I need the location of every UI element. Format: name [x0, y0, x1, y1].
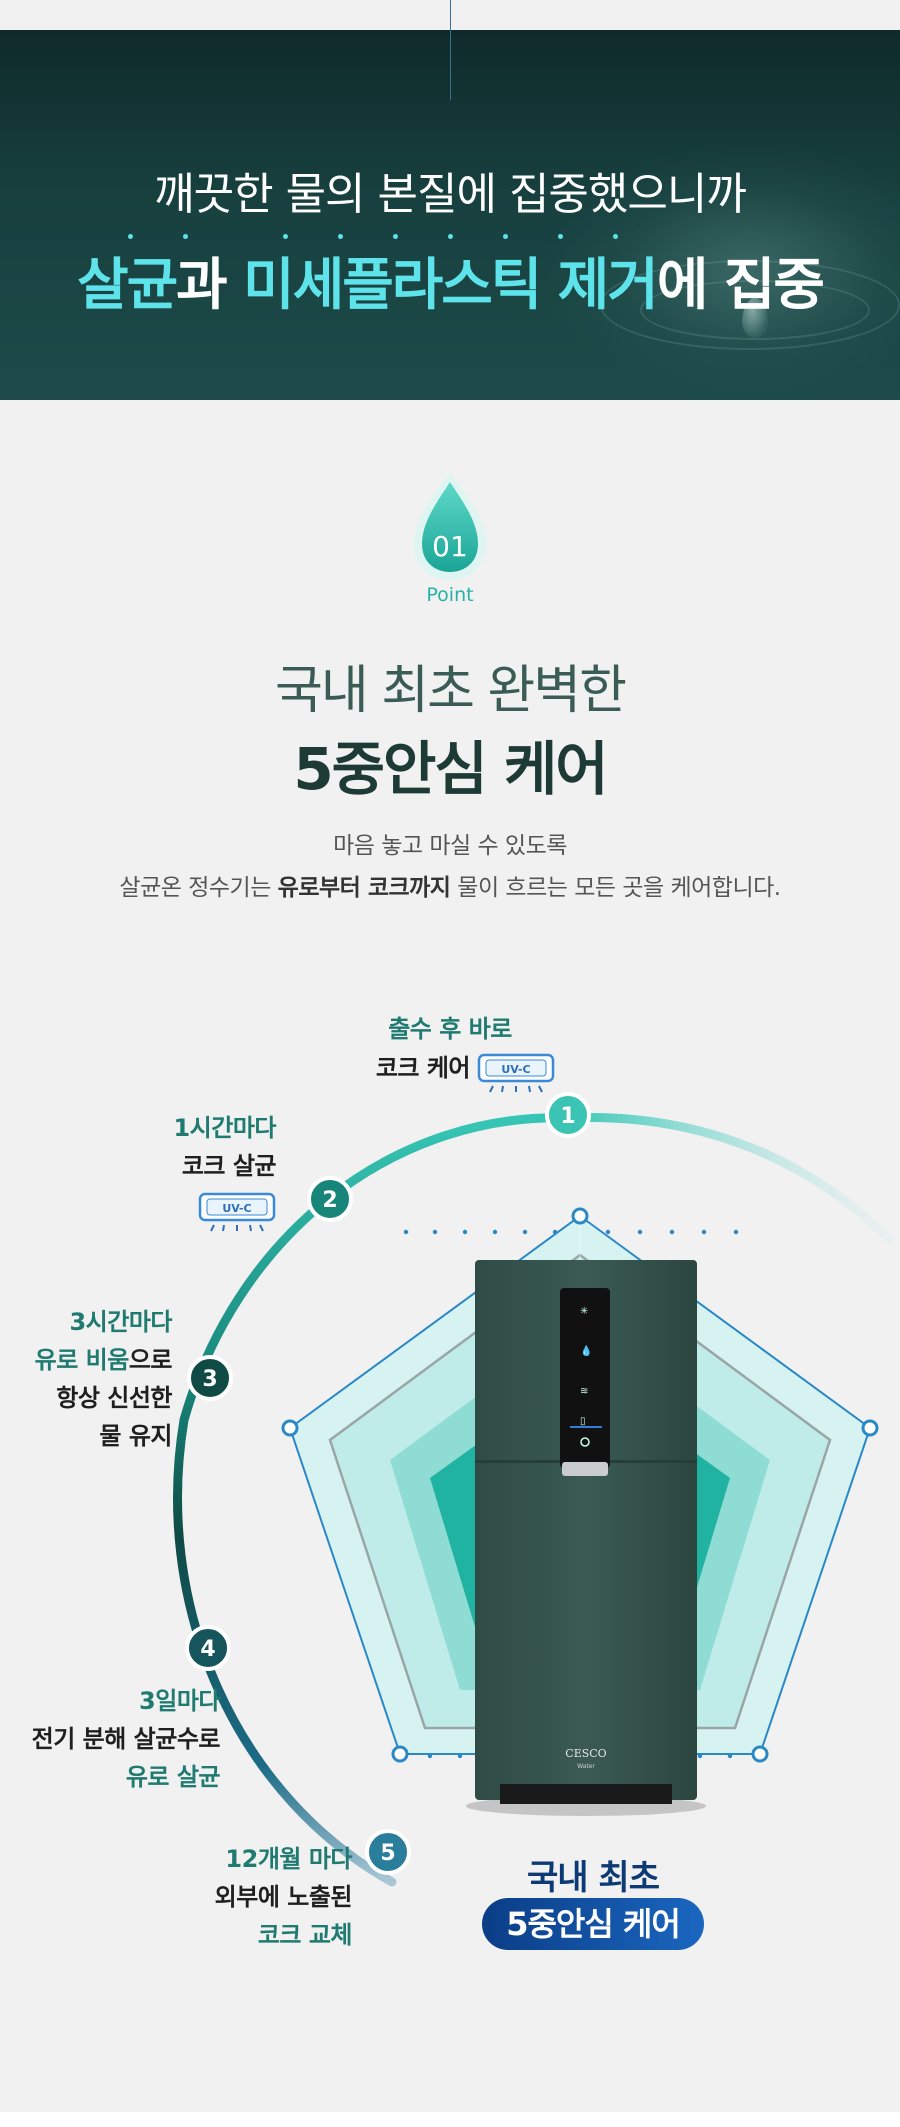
section-title-line1: 국내 최초 완벽한: [275, 661, 627, 721]
step-1-number: 1: [560, 1104, 575, 1129]
step-5-number: 5: [380, 1841, 395, 1866]
svg-text:UV-C: UV-C: [501, 1063, 530, 1076]
step-1-title: 출수 후 바로: [388, 1015, 512, 1043]
svg-text:≋: ≋: [580, 1386, 588, 1397]
care-arc: [173, 1113, 573, 1887]
care-arc-tail: [563, 1113, 895, 1245]
step-3-number: 3: [202, 1367, 217, 1392]
point-number: 01: [432, 530, 468, 563]
hero-subheadline: 살균과 미세플라스틱 제거에 집중: [0, 240, 900, 321]
description-highlight: 유로부터 코크까지: [277, 875, 451, 901]
bottom-band: [0, 2112, 900, 2127]
hero-highlight-sterilization: 살균: [77, 253, 178, 318]
point-drop-badge: 01: [414, 472, 486, 580]
hero-text: 과: [176, 253, 244, 318]
hero-text: 에 집중: [656, 253, 825, 318]
step-1-text: 코크 케어: [375, 1054, 471, 1082]
final-headline: 국내 최초: [527, 1858, 660, 1898]
uvc-badge-1: UV-C: [477, 1053, 555, 1093]
uvc-badge-2: UV-C: [198, 1192, 276, 1232]
hero-headline: 깨끗한 물의 본질에 집중했으니까: [154, 169, 747, 220]
step-4-text: 전기 분해 살균수로: [31, 1725, 221, 1753]
step-2-title: 1시간마다: [173, 1114, 276, 1142]
step-5-text: 외부에 노출된: [214, 1883, 353, 1911]
top-divider-line: [450, 0, 451, 100]
step-1-circle: [545, 1092, 591, 1138]
water-ripple: [600, 260, 900, 350]
description-line2: 살균온 정수기는 유로부터 코크까지 물이 흐르는 모든 곳을 케어합니다.: [119, 875, 781, 901]
svg-text:▯: ▯: [580, 1416, 586, 1427]
step-2-text: 코크 살균: [181, 1152, 277, 1180]
step-3-circle: [187, 1355, 233, 1401]
step-3-title: 3시간마다: [69, 1308, 172, 1336]
product-brand-sub: Water: [577, 1763, 595, 1770]
step-5-line3: 코크 교체: [257, 1921, 353, 1949]
step-2-circle: [307, 1176, 353, 1222]
svg-text:💧: 💧: [580, 1344, 592, 1357]
hero-highlight-microplastic: 미세플라스틱 제거: [243, 253, 659, 318]
water-drop-icon: [742, 298, 768, 338]
step-3-line4: 물 유지: [99, 1422, 172, 1450]
step-3-line3: 항상 신선한: [56, 1384, 172, 1412]
water-ripple: [640, 280, 870, 340]
svg-text:✳: ✳: [580, 1306, 588, 1317]
description-line1: 마음 놓고 마실 수 있도록: [333, 833, 567, 859]
section-title-line2: 5중안심 케어: [293, 735, 608, 803]
step-3-text: 유로 비움으로: [34, 1346, 173, 1374]
step-4-title: 3일마다: [139, 1687, 220, 1715]
final-pill-badge: 5중안심 케어: [482, 1898, 704, 1950]
point-label: Point: [426, 584, 474, 606]
step-4-number: 4: [200, 1637, 215, 1662]
product-brand: CESCO: [565, 1747, 606, 1760]
water-purifier-image: ✳ 💧 ≋ ▯ CESCO Water: [466, 1260, 706, 1816]
svg-text:UV-C: UV-C: [222, 1202, 251, 1215]
step-5-title: 12개월 마다: [225, 1845, 352, 1873]
step-2-number: 2: [322, 1188, 337, 1213]
step-4-circle: [185, 1625, 231, 1671]
step-5-circle: [365, 1829, 411, 1875]
step-4-line3: 유로 살균: [125, 1763, 221, 1791]
